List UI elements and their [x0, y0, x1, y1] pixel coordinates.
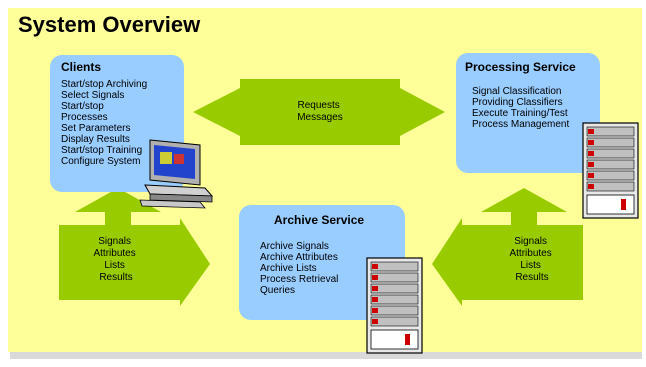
- requests-arrow: [193, 79, 445, 145]
- clients-list: Start/stop Archiving Select Signals Star…: [61, 79, 150, 167]
- requests-arrow-label: Requests Messages: [297, 100, 343, 123]
- right-data-arrow-label: Signals Attributes Lists Results: [509, 236, 554, 283]
- right-data-arrow: [432, 188, 583, 306]
- slide-title: System Overview: [18, 12, 201, 37]
- processing-server-icon: [582, 122, 639, 219]
- slide-bottom-bar: [10, 352, 642, 359]
- processing-service-box: [456, 53, 600, 173]
- computer-icon: [139, 139, 214, 209]
- left-data-arrow-label: Signals Attributes Lists Results: [93, 236, 138, 283]
- left-data-arrow: [59, 188, 210, 306]
- processing-heading: Processing Service: [465, 60, 576, 74]
- archive-service-box: [239, 205, 405, 320]
- archive-heading: Archive Service: [274, 213, 364, 227]
- processing-list: Signal Classification Providing Classifi…: [472, 86, 570, 130]
- clients-heading: Clients: [61, 60, 101, 74]
- archive-server-icon: [366, 257, 423, 354]
- archive-list: Archive Signals Archive Attributes Archi…: [260, 241, 341, 296]
